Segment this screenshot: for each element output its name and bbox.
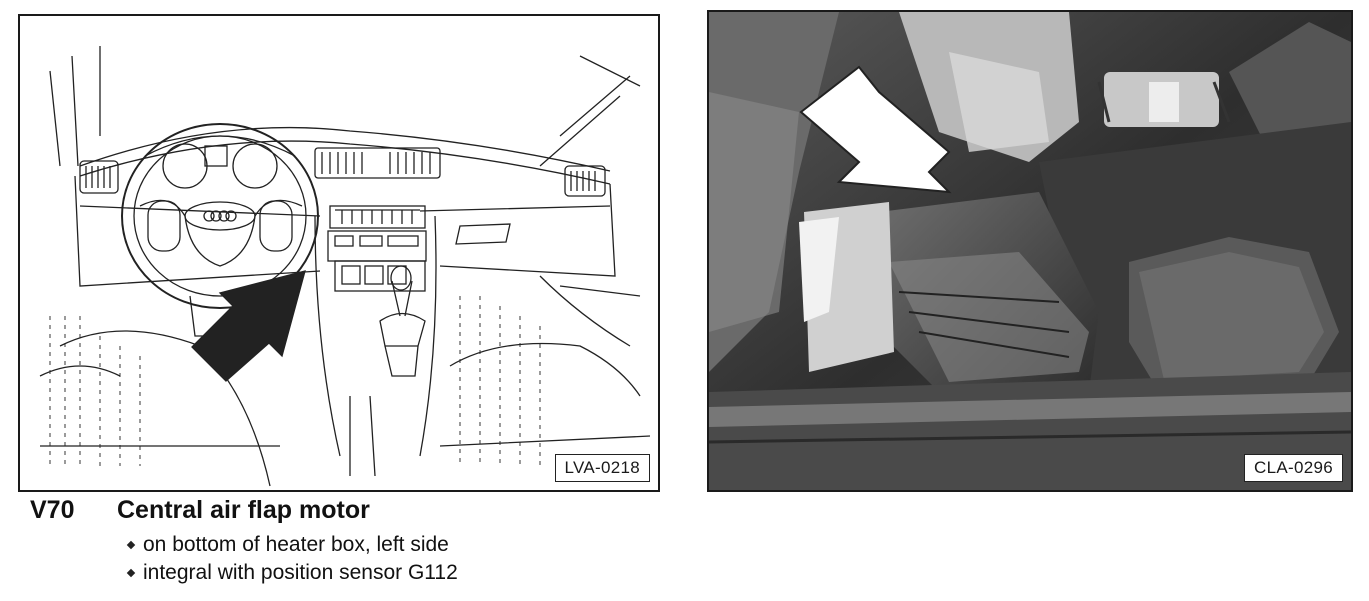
photo-illustration bbox=[709, 12, 1351, 490]
figure-label: CLA-0296 bbox=[1244, 454, 1343, 482]
bullet-item: on bottom of heater box, left side bbox=[126, 531, 458, 559]
dashboard-line-drawing: LVA-0218 bbox=[18, 14, 660, 492]
component-code: V70 bbox=[30, 496, 75, 524]
pointer-arrow bbox=[799, 65, 952, 194]
pointer-arrow bbox=[191, 270, 306, 382]
figure-label: LVA-0218 bbox=[554, 454, 650, 482]
bullet-item: integral with position sensor G112 bbox=[126, 559, 458, 587]
component-title: Central air flap motor bbox=[117, 496, 370, 524]
bullet-list: on bottom of heater box, left side integ… bbox=[126, 531, 458, 587]
dashboard-illustration bbox=[39, 46, 651, 487]
component-photo: CLA-0296 bbox=[707, 10, 1353, 492]
